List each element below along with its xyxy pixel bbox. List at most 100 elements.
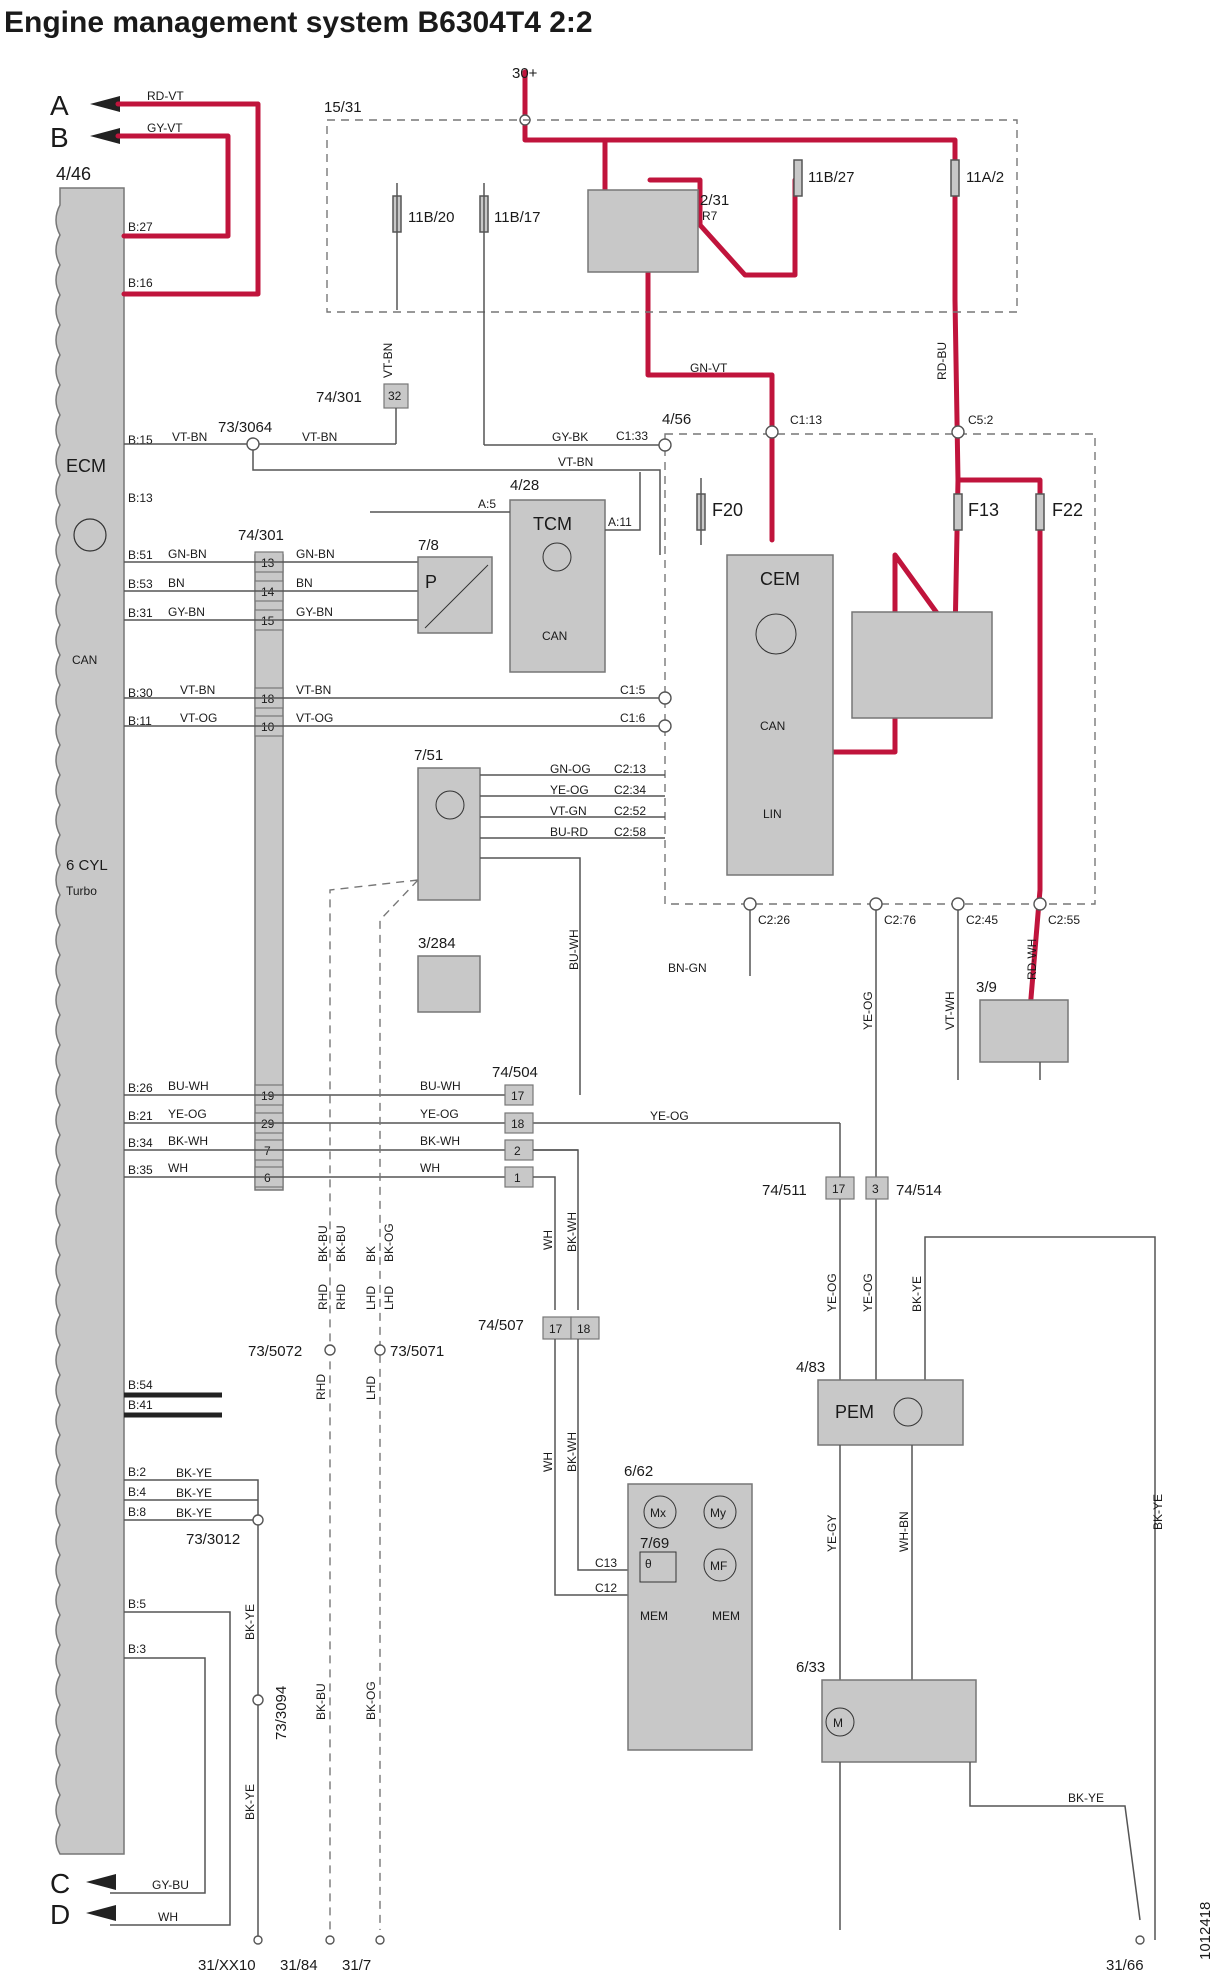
pin-label: B:11 [128, 714, 152, 728]
cem-module: CEM CAN LIN [726, 554, 834, 876]
wire-color: WH [420, 1161, 440, 1175]
pin-label: B:4 [128, 1485, 146, 1499]
connector-pin-label: C2:58 [614, 825, 646, 839]
wire-color: BK [364, 1246, 378, 1262]
wire-color: VT-BN [381, 343, 395, 378]
connector-a-label: A [50, 90, 69, 121]
motor-label: MF [710, 1559, 727, 1573]
supply-label: 30+ [512, 65, 538, 82]
ecm-turbo: Turbo [66, 884, 97, 898]
wire-color: RD-BU [935, 342, 949, 380]
svg-text:1: 1 [514, 1171, 521, 1185]
wire-color: BK-BU [314, 1683, 328, 1720]
connector-c-label: C [50, 1868, 70, 1899]
pin-label: B:41 [128, 1398, 153, 1412]
wire-color: BK-BU [334, 1225, 348, 1262]
splice-label: 73/5071 [390, 1343, 444, 1360]
pin-label: B:5 [128, 1597, 146, 1611]
connector-pin-label: C1:33 [616, 429, 648, 443]
fuse-11b-20: 11B/20 [392, 183, 454, 310]
wire-color: BK-YE [243, 1784, 257, 1820]
ground-label: 31/84 [280, 1957, 318, 1974]
svg-text:10: 10 [261, 720, 275, 734]
fuse-f22: F22 [1035, 493, 1083, 531]
fuse-11a-2: 11A/2 [950, 159, 1004, 197]
svg-text:18: 18 [261, 692, 275, 706]
connector-pin-label: A:11 [608, 515, 632, 529]
wire-color: VT-GN [550, 804, 587, 818]
relay-2-31: 2/31 R7 [587, 189, 729, 273]
pin-label: B:34 [128, 1136, 153, 1150]
wire-color: YE-OG [861, 1273, 875, 1312]
wire-color: GY-BN [296, 605, 333, 619]
wire-color: BK-WH [168, 1134, 208, 1148]
splice-label: 73/3094 [273, 1686, 290, 1740]
wire-color: VT-BN [558, 455, 593, 469]
connector-pin-label: C1:6 [620, 711, 646, 725]
connector-pin-label: A:5 [478, 497, 496, 511]
relay-cem [851, 611, 993, 719]
connector-pin-label: C13 [595, 1556, 617, 1570]
motor-label: Mx [650, 1506, 666, 1520]
variant-label: RHD [316, 1284, 330, 1310]
document-number: 1012418 [1197, 1902, 1214, 1960]
sensor-label: θ [645, 1557, 652, 1571]
pin-label: B:2 [128, 1465, 146, 1479]
left-connectors: A B C D [50, 90, 120, 1930]
wire-color: GN-BN [296, 547, 335, 561]
connector-74-301: 74/301 13 14 15 18 10 19 29 7 6 [238, 527, 284, 1191]
wire-color: GN-VT [690, 361, 728, 375]
splice-label: 73/3012 [186, 1531, 240, 1548]
wire-color: GY-BU [152, 1878, 189, 1892]
svg-text:3: 3 [872, 1182, 879, 1196]
wire-color: BU-RD [550, 825, 588, 839]
wire-color: GN-OG [550, 762, 591, 776]
component-ref: 3/9 [976, 979, 997, 996]
pin-label: B:21 [128, 1109, 153, 1123]
sensor-7-51-wires [480, 774, 665, 1095]
fuse-label: 11B/17 [494, 209, 540, 226]
connector-label: 74/507 [478, 1317, 524, 1334]
switch-3-9: 3/9 [976, 979, 1069, 1080]
pin-label: B:3 [128, 1642, 146, 1656]
connector-pin-label: C1:5 [620, 683, 646, 697]
svg-text:15: 15 [261, 614, 275, 628]
connector-pin-label: C12 [595, 1581, 617, 1595]
svg-text:13: 13 [261, 556, 275, 570]
svg-text:17: 17 [832, 1182, 846, 1196]
pump-6-33: 6/33 M [796, 1659, 977, 1763]
fuse-label: 11B/20 [408, 209, 454, 226]
connector-74-511: 17 74/511 [762, 1176, 855, 1200]
wire-color: VT-BN [296, 683, 331, 697]
connector-pin-label: C2:34 [614, 783, 646, 797]
svg-text:14: 14 [261, 585, 275, 599]
relay-sublabel: R7 [702, 209, 718, 223]
svg-text:2: 2 [514, 1144, 521, 1158]
svg-text:6: 6 [264, 1171, 271, 1185]
tcm-module: 4/28 TCM CAN [509, 477, 606, 673]
wire-color: BN-GN [668, 961, 707, 975]
wire-color: GY-BK [552, 430, 588, 444]
fuse-11b-17: 11B/17 [479, 183, 540, 445]
variant-label: RHD [314, 1374, 328, 1400]
fuse-box-15-31 [326, 119, 1018, 313]
svg-text:18: 18 [577, 1322, 591, 1336]
pressure-sensor-7-8: 7/8 P [417, 537, 493, 634]
wire-color: WH-BN [897, 1511, 911, 1552]
wire-color: BK-YE [910, 1276, 924, 1312]
wire-color: BK-OG [364, 1681, 378, 1720]
fuse-label: F13 [968, 500, 999, 520]
wire-color: YE-OG [825, 1273, 839, 1312]
motor-label: My [710, 1506, 726, 1520]
connector-label: 74/514 [896, 1182, 942, 1199]
ecm-module: 4/46 ECM 6 CYL Turbo CAN [55, 164, 125, 1855]
ecm-label: ECM [66, 456, 106, 476]
fuse-label: 11A/2 [966, 169, 1004, 186]
connector-74-504: 74/504 17 18 2 1 [492, 1064, 538, 1188]
ecm-ref: 4/46 [56, 164, 91, 184]
variant-label: RHD [334, 1284, 348, 1310]
splice-label: 73/3064 [218, 419, 272, 436]
connector-label: 74/504 [492, 1064, 538, 1081]
ecm-can: CAN [72, 653, 97, 667]
wire-color: WH [541, 1452, 555, 1472]
